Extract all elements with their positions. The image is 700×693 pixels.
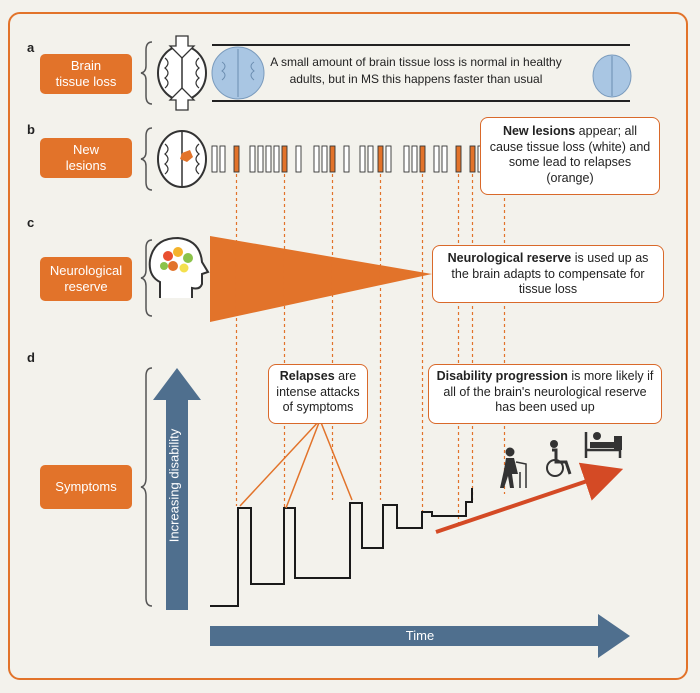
callout-new-lesions-bold: New lesions <box>502 124 576 138</box>
relapse-pointers <box>239 419 353 509</box>
lesion-bar-white <box>211 145 218 173</box>
callout-relapses: Relapses are intense attacks of symptoms <box>268 364 368 424</box>
label-new-lesions: New lesions <box>40 138 132 178</box>
lesion-bar-white <box>385 145 392 173</box>
lesion-bar-white <box>321 145 328 173</box>
brain-icon <box>157 35 207 111</box>
lesion-bar-orange <box>469 145 476 173</box>
callout-progression-bold: Disability progression <box>436 369 568 383</box>
bed-icon <box>584 432 622 458</box>
callout-disability-progression: Disability progression is more likely if… <box>428 364 662 424</box>
lesion-bar-white <box>441 145 448 173</box>
lesion-bar-white <box>265 145 272 173</box>
lesion-bar-white <box>411 145 418 173</box>
lesion-bar-white <box>313 145 320 173</box>
label-symptoms: Symptoms <box>40 465 132 509</box>
callout-progression-text: is more likely if all of the brain's neu… <box>443 369 654 415</box>
time-arrow <box>210 614 630 658</box>
callout-reserve-text: is used up as the brain adapts to compen… <box>451 251 649 297</box>
label-brain-tissue-loss: Brain tissue loss <box>40 54 132 94</box>
row-letter-a: a <box>27 40 35 55</box>
tissue-loss-note: A small amount of brain tissue loss is n… <box>270 55 562 87</box>
row-letter-c: c <box>27 215 35 230</box>
callout-neurological-reserve: Neurological reserve is used up as the b… <box>432 245 664 303</box>
disability-axis-label: Increasing disability <box>166 428 182 543</box>
lesion-bar-orange <box>281 145 288 173</box>
figure-frame <box>8 12 688 680</box>
lesion-bars <box>211 145 508 173</box>
lesion-bar-white <box>403 145 410 173</box>
lesion-bar-white <box>343 145 350 173</box>
callout-relapses-text: are intense attacks of symptoms <box>276 369 360 415</box>
disability-axis-arrow <box>153 368 201 610</box>
callout-reserve-bold: Neurological reserve <box>447 251 572 265</box>
lesion-bar-white <box>295 145 302 173</box>
walker-person-icon <box>500 447 527 488</box>
lesion-bar-white <box>219 145 226 173</box>
lesion-bar-orange <box>233 145 240 173</box>
braces <box>140 41 153 607</box>
lesion-bar-white <box>257 145 264 173</box>
lesion-bar-white <box>433 145 440 173</box>
time-axis-label: Time <box>405 628 435 643</box>
callout-new-lesions-text: appear; all cause tissue loss (white) an… <box>489 124 651 185</box>
lesion-bar-orange <box>455 145 462 173</box>
lesion-bar-white <box>249 145 256 173</box>
callout-relapses-bold: Relapses <box>279 369 335 383</box>
wheelchair-icon <box>546 440 572 477</box>
progression-arrow <box>435 462 624 534</box>
label-neurological-reserve: Neurological reserve <box>40 257 132 301</box>
lesion-dotted-lines <box>235 174 506 528</box>
lesion-bar-orange <box>419 145 426 173</box>
row-letter-b: b <box>27 122 35 137</box>
lesion-brain-icon <box>157 130 207 188</box>
row-letter-d: d <box>27 350 35 365</box>
lesion-bar-white <box>273 145 280 173</box>
lesion-bar-orange <box>329 145 336 173</box>
lesion-bar-white <box>367 145 374 173</box>
lesion-bar-orange <box>377 145 384 173</box>
head-icon <box>148 236 210 298</box>
symptom-line <box>210 488 473 607</box>
lesion-bar-white <box>359 145 366 173</box>
callout-new-lesions: New lesions appear; all cause tissue los… <box>480 117 660 195</box>
reserve-triangle <box>210 236 432 322</box>
tissue-loss-tube <box>211 44 632 102</box>
